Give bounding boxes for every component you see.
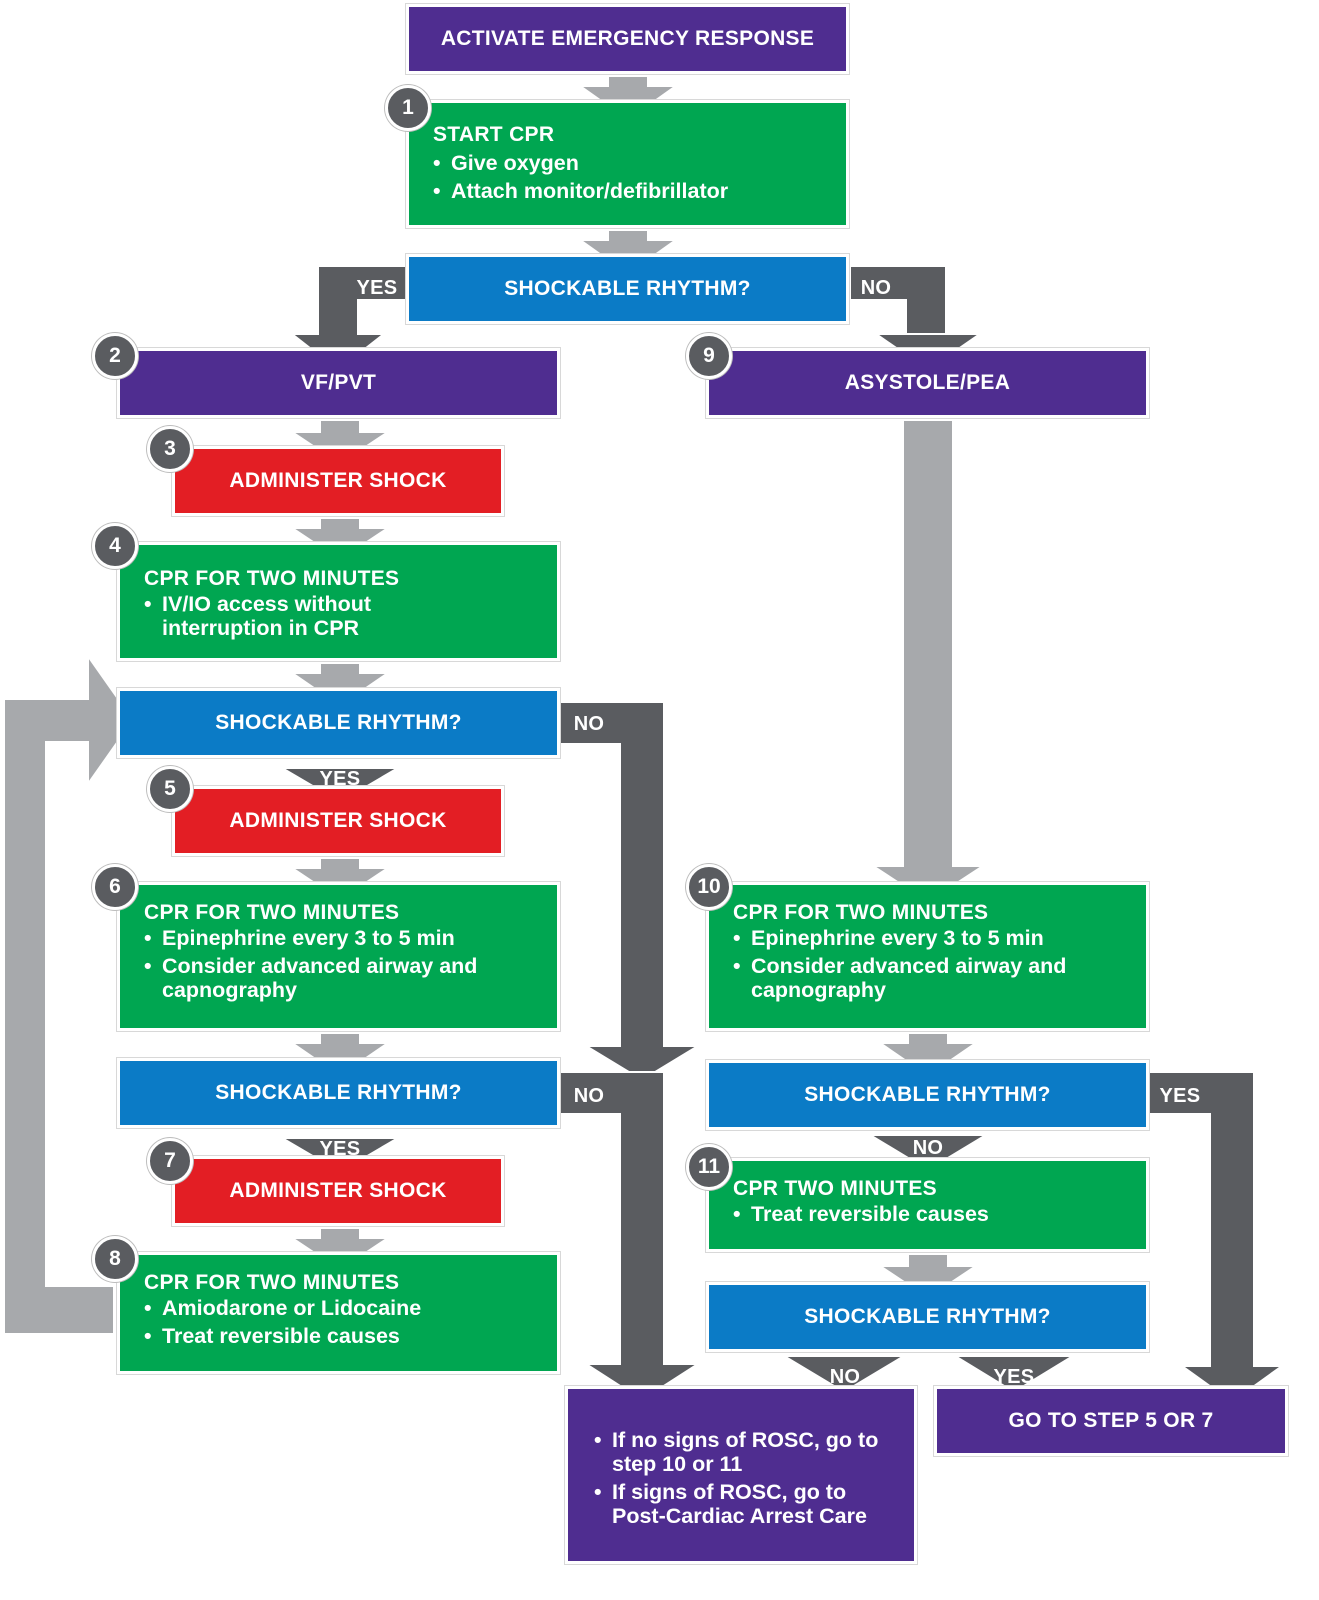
goto-step-text: GO TO STEP 5 OR 7 <box>1008 1409 1214 1432</box>
step-number-badge: 4 <box>92 523 138 569</box>
step2-text: VF/PVT <box>300 371 377 394</box>
step3-text: ADMINISTER SHOCK <box>229 469 447 492</box>
arrow-left2-yes <box>278 1137 402 1174</box>
rosc-item: If signs of ROSC, go to Post-Cardiac Arr… <box>594 1480 894 1528</box>
decision-left1-box: SHOCKABLE RHYTHM? <box>117 688 560 758</box>
decision-right1-text: SHOCKABLE RHYTHM? <box>804 1083 1051 1106</box>
step4-item: IV/IO access without interruption in CPR <box>144 592 424 640</box>
step11-item: Treat reversible causes <box>733 1202 1146 1226</box>
edge-label-no: NO <box>912 1137 944 1159</box>
step6-title: CPR FOR TWO MINUTES <box>144 901 400 924</box>
step2-box: VF/PVT <box>117 348 560 418</box>
step6-box: CPR FOR TWO MINUTES Epinephrine every 3 … <box>117 882 560 1031</box>
step-number-badge: 6 <box>92 864 138 910</box>
rosc-list: If no signs of ROSC, go to step 10 or 11… <box>594 1428 894 1528</box>
step3-box: ADMINISTER SHOCK <box>172 446 504 516</box>
goto-step-box: GO TO STEP 5 OR 7 <box>934 1386 1288 1456</box>
rosc-box: If no signs of ROSC, go to step 10 or 11… <box>565 1386 917 1564</box>
arrow-loop-back <box>3 652 135 1335</box>
edge-label-no: NO <box>860 277 892 299</box>
step-number-badge: 5 <box>147 766 193 812</box>
arrow-right1-no <box>866 1134 990 1172</box>
decision-left1-text: SHOCKABLE RHYTHM? <box>215 711 462 734</box>
edge-label-yes: YES <box>1159 1085 1201 1107</box>
edge-label-no: NO <box>573 713 605 735</box>
step1-item: Attach monitor/defibrillator <box>433 179 846 203</box>
edge-label-no: NO <box>573 1085 605 1107</box>
arrow-step9-to-step10 <box>869 419 987 904</box>
step4-list: IV/IO access without interruption in CPR <box>144 592 424 640</box>
step8-item: Amiodarone or Lidocaine <box>144 1296 557 1320</box>
step11-list: Treat reversible causes <box>733 1202 1146 1226</box>
edge-label-yes: YES <box>319 1138 361 1160</box>
step1-item: Give oxygen <box>433 151 846 175</box>
step10-item: Epinephrine every 3 to 5 min <box>733 926 1103 950</box>
step-number-badge: 7 <box>147 1138 193 1184</box>
decision-left2-box: SHOCKABLE RHYTHM? <box>117 1058 560 1128</box>
step10-box: CPR FOR TWO MINUTES Epinephrine every 3 … <box>706 882 1149 1031</box>
step6-item: Epinephrine every 3 to 5 min <box>144 926 514 950</box>
step-number-badge: 8 <box>92 1236 138 1282</box>
step1-box: START CPR Give oxygen Attach monitor/def… <box>406 100 849 228</box>
step5-text: ADMINISTER SHOCK <box>229 809 447 832</box>
step-number-badge: 10 <box>686 864 732 910</box>
decision-top-text: SHOCKABLE RHYTHM? <box>504 277 751 300</box>
step7-box: ADMINISTER SHOCK <box>172 1156 504 1226</box>
step11-title: CPR TWO MINUTES <box>733 1177 937 1200</box>
arrow-right2-no <box>780 1355 908 1394</box>
step9-box: ASYSTOLE/PEA <box>706 348 1149 418</box>
step7-text: ADMINISTER SHOCK <box>229 1179 447 1202</box>
activate-emergency-response-box: ACTIVATE EMERGENCY RESPONSE <box>406 4 849 74</box>
decision-top-box: SHOCKABLE RHYTHM? <box>406 254 849 324</box>
step11-box: CPR TWO MINUTES Treat reversible causes <box>706 1158 1149 1252</box>
arrow-left1-yes <box>278 767 402 804</box>
step5-box: ADMINISTER SHOCK <box>172 786 504 856</box>
step10-list: Epinephrine every 3 to 5 min Consider ad… <box>733 926 1103 1002</box>
step1-title: START CPR <box>433 123 555 146</box>
step8-list: Amiodarone or Lidocaine Treat reversible… <box>144 1296 557 1348</box>
rosc-item: If no signs of ROSC, go to step 10 or 11 <box>594 1428 894 1476</box>
step9-text: ASYSTOLE/PEA <box>844 371 1011 394</box>
edge-label-no: NO <box>829 1366 861 1388</box>
arrow-left1-no <box>559 701 702 1082</box>
step8-item: Treat reversible causes <box>144 1324 557 1348</box>
step1-list: Give oxygen Attach monitor/defibrillator <box>433 151 846 203</box>
step-number-badge: 1 <box>385 85 431 131</box>
step-number-badge: 11 <box>686 1144 732 1190</box>
step6-item: Consider advanced airway and capnography <box>144 954 514 1002</box>
arrow-right1-yes <box>1147 1071 1286 1404</box>
step4-title: CPR FOR TWO MINUTES <box>144 567 400 590</box>
step-number-badge: 9 <box>686 333 732 379</box>
edge-label-yes: YES <box>356 277 398 299</box>
arrow-left2-no <box>559 1071 702 1402</box>
arrow-step10-to-decision <box>876 1032 980 1078</box>
decision-right2-text: SHOCKABLE RHYTHM? <box>804 1305 1051 1328</box>
step-number-badge: 2 <box>92 333 138 379</box>
step10-title: CPR FOR TWO MINUTES <box>733 901 989 924</box>
decision-right1-box: SHOCKABLE RHYTHM? <box>706 1060 1149 1130</box>
edge-label-yes: YES <box>993 1366 1035 1388</box>
decision-left2-text: SHOCKABLE RHYTHM? <box>215 1081 462 1104</box>
arrow-right2-yes <box>951 1355 1077 1394</box>
step8-box: CPR FOR TWO MINUTES Amiodarone or Lidoca… <box>117 1252 560 1374</box>
step10-item: Consider advanced airway and capnography <box>733 954 1103 1002</box>
decision-right2-box: SHOCKABLE RHYTHM? <box>706 1282 1149 1352</box>
step6-list: Epinephrine every 3 to 5 min Consider ad… <box>144 926 514 1002</box>
edge-label-yes: YES <box>319 768 361 790</box>
step-number-badge: 3 <box>147 426 193 472</box>
activate-emergency-response-text: ACTIVATE EMERGENCY RESPONSE <box>440 27 815 50</box>
step8-title: CPR FOR TWO MINUTES <box>144 1271 400 1294</box>
step4-box: CPR FOR TWO MINUTES IV/IO access without… <box>117 542 560 661</box>
